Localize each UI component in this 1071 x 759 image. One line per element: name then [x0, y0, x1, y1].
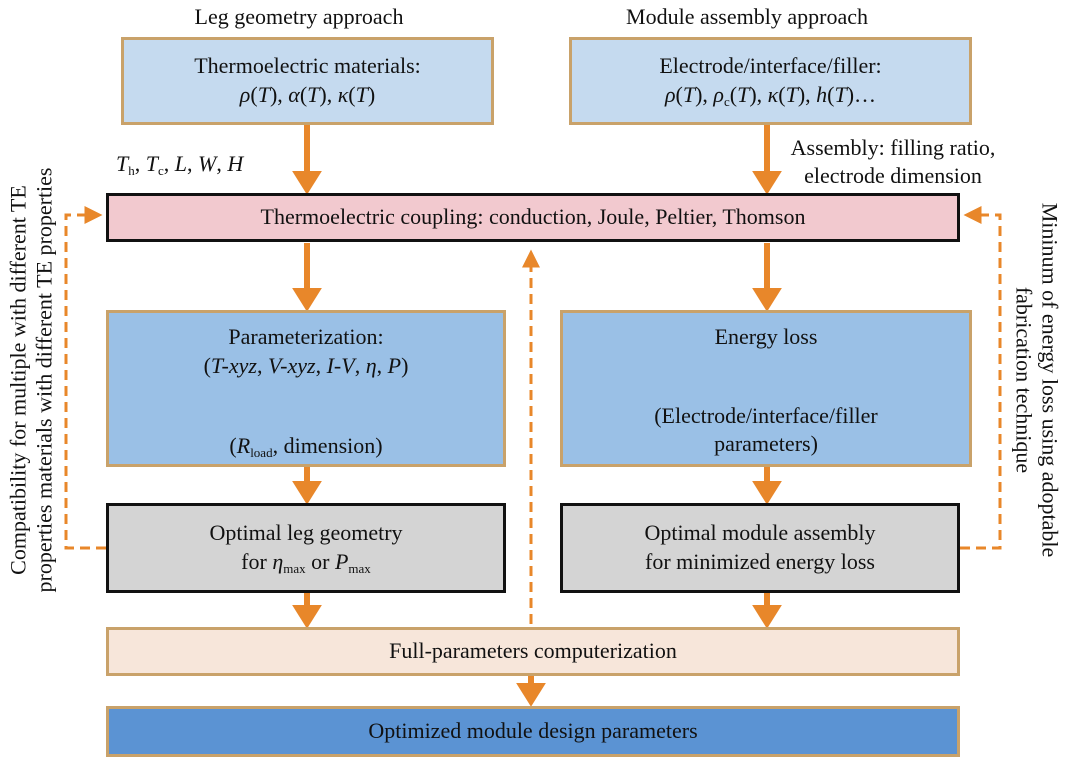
optimal-leg-geometry-box: Optimal leg geometry for ηmax or Pmax — [106, 503, 506, 593]
optimal-leg-title: Optimal leg geometry — [209, 520, 403, 546]
optimal-module-line1: Optimal module assembly — [644, 520, 876, 546]
energy-loss-line2: parameters) — [714, 431, 818, 457]
optimized-design-box: Optimized module design parameters — [106, 706, 960, 757]
materials-box: Thermoelectric materials: ρ(T), α(T), κ(… — [121, 37, 494, 125]
electrode-box: Electrode/interface/filler: ρ(T), ρc(T),… — [569, 37, 972, 125]
optimal-module-assembly-box: Optimal module assembly for minimized en… — [560, 503, 960, 593]
right-side-label: Mininum of energy loss using adoptable f… — [1011, 202, 1063, 558]
left-side-label: Compatibility for multiple with differen… — [5, 167, 57, 593]
leg-geometry-header: Leg geometry approach — [194, 4, 404, 29]
full-parameters-box: Full-parameters computerization — [106, 627, 960, 676]
optimal-leg-target: for ηmax or Pmax — [241, 549, 371, 576]
electrode-title: Electrode/interface/filler: — [659, 53, 882, 79]
parameterization-variables: (T-xyz, V-xyz, I-V, η, P) — [203, 352, 409, 378]
electrode-properties: ρ(T), ρc(T), κ(T), h(T)… — [664, 82, 877, 109]
optimized-design-text: Optimized module design parameters — [368, 718, 698, 744]
optimal-module-line2: for minimized energy loss — [645, 549, 875, 574]
materials-properties: ρ(T), α(T), κ(T) — [239, 82, 376, 107]
energy-loss-box: Energy loss (Electrode/interface/filler … — [560, 310, 972, 467]
parameterization-load: (Rload, dimension) — [229, 433, 383, 461]
leg-parameters-label: Th, Tc, L, W, H — [116, 151, 244, 178]
module-assembly-header: Module assembly approach — [626, 4, 868, 29]
assembly-label: Assembly: filling ratio, electrode dimen… — [790, 135, 996, 188]
dashed-loop-right — [960, 206, 1002, 550]
parameterization-box: Parameterization: (T-xyz, V-xyz, I-V, η,… — [106, 310, 506, 467]
dashed-loop-left — [64, 206, 106, 550]
energy-loss-title: Energy loss — [714, 324, 818, 349]
parameterization-title: Parameterization: — [228, 324, 384, 349]
materials-title: Thermoelectric materials: — [194, 53, 421, 79]
full-parameters-text: Full-parameters computerization — [389, 638, 677, 664]
energy-loss-line1: (Electrode/interface/filler — [654, 402, 878, 428]
coupling-text: Thermoelectric coupling: conduction, Jou… — [260, 204, 806, 230]
coupling-box: Thermoelectric coupling: conduction, Jou… — [106, 193, 960, 242]
